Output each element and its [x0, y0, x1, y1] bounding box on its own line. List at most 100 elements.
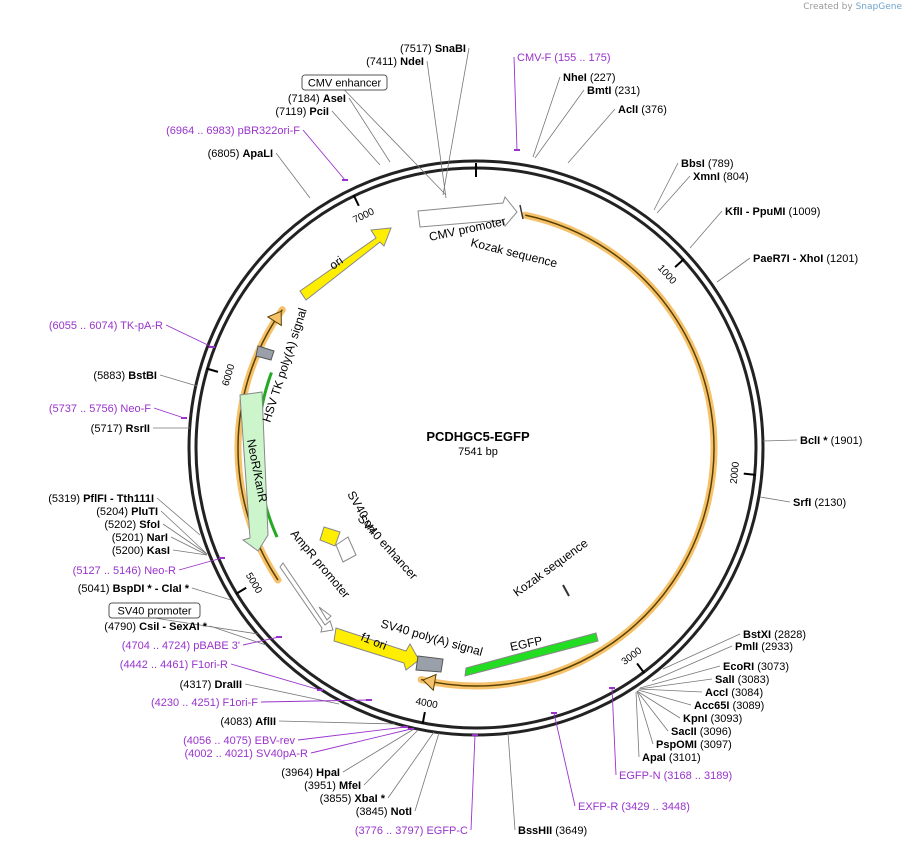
site-label-17: SalI (3083): [715, 674, 769, 686]
site-leader: [636, 690, 681, 719]
cmv-enhancer-label: CMV enhancer: [308, 78, 382, 90]
site-leader: [689, 210, 723, 249]
site-label-2: (7184) AseI: [288, 93, 346, 105]
plasmid-name: PCDHGC5-EGFP: [426, 429, 530, 444]
primer-leader: [153, 407, 185, 419]
primer-label-0: CMV-F (155 .. 175): [517, 52, 611, 64]
site-label-10: KflI - PpuMI (1009): [725, 206, 820, 218]
primer-label-6: (4442 .. 4461) F1ori-R: [120, 659, 228, 671]
tick-label: 4000: [415, 696, 439, 711]
site-leader: [534, 89, 585, 159]
site-leader: [363, 729, 419, 786]
site-leader: [639, 665, 721, 689]
site-leader: [636, 690, 669, 732]
sv40-promoter-box: [108, 602, 201, 619]
site-label-39: (5883) BstBI: [93, 370, 157, 382]
site-label-27: (3951) MfeI: [304, 780, 361, 792]
site-label-1: (7411) NdeI: [366, 56, 424, 68]
sv40-promoter-label: SV40 promoter: [118, 606, 192, 618]
site-label-20: KpnI (3093): [683, 713, 742, 725]
site-leader: [160, 510, 207, 554]
site-leader: [414, 732, 440, 812]
primer-label-2: (6055 .. 6074) TK-pA-R: [49, 320, 163, 332]
site-leader: [636, 690, 654, 745]
main-orf-arrowhead: [422, 673, 437, 692]
site-leader: [656, 175, 691, 214]
tick-mark: [421, 711, 426, 725]
site-label-23: ApaI (3101): [642, 752, 701, 764]
site-label-21: SacII (3096): [671, 726, 732, 738]
site-leader: [172, 549, 208, 556]
ampr-promoter-arrow: [279, 562, 334, 633]
cmv-enhancer-leader: [344, 89, 447, 196]
primer-label-4: (5127 .. 5146) Neo-R: [73, 565, 176, 577]
main-orf-arc: [420, 214, 715, 687]
tick-mark: [206, 367, 219, 373]
site-leader: [716, 257, 751, 283]
primer-label-11: EXFP-R (3429 .. 3448): [578, 801, 690, 813]
snapgene-watermark: Created by SnapGene: [803, 2, 902, 12]
site-label-11: PaeR7I - XhoI (1201): [753, 253, 858, 265]
primer-label-9: (4002 .. 4021) SV40pA-R: [184, 748, 308, 760]
site-leader: [162, 523, 208, 555]
primer-leader: [242, 636, 280, 646]
kozak-mid-label: Kozak sequence: [511, 536, 591, 600]
site-label-38: (5717) RsrII: [91, 423, 150, 435]
site-leader: [426, 60, 447, 199]
tick-mark: [674, 258, 685, 268]
egfp-label: EGFP: [509, 633, 544, 653]
primer-leader: [302, 129, 346, 181]
neoR-arrow: [239, 391, 269, 552]
site-leader: [159, 374, 198, 387]
primer-leader: [310, 728, 412, 754]
site-label-8: BbsI (789): [681, 158, 734, 170]
cmv-promoter-arrow: [417, 195, 518, 228]
site-label-28: (3964) HpaI: [281, 767, 340, 779]
site-label-26: (3855) XbaI *: [320, 793, 386, 805]
tick-mark: [636, 662, 646, 674]
site-label-36: (5204) PluTI: [96, 506, 158, 518]
f1-ori-arrow: [333, 627, 420, 671]
leader-lines: [153, 47, 798, 831]
cmv-enhancer-box: [301, 74, 388, 91]
site-label-19: Acc65I (3089): [694, 700, 764, 712]
site-leader: [762, 439, 798, 442]
tick-mark: [743, 472, 756, 476]
neo-region-arrowhead: [266, 310, 282, 327]
primer-leader: [611, 687, 617, 776]
primer-label-12: EGFP-N (3168 .. 3189): [619, 770, 732, 782]
hsv-tk-label: HSV TK poly(A) signal: [260, 306, 310, 424]
sv40-enhancer-block: [335, 536, 357, 563]
site-leader: [638, 688, 703, 693]
primer-label-8: (4056 .. 4075) EBV-rev: [183, 735, 295, 747]
ori-arrow: [299, 227, 392, 301]
site-label-16: EcoRI (3073): [723, 661, 789, 673]
tick-label: 7000: [351, 206, 376, 226]
site-leader: [507, 732, 516, 831]
sv40-ori-block: [319, 526, 341, 547]
site-label-31: (4790) CsiI - SexAI *: [104, 621, 207, 633]
hsv-tk-block: [255, 345, 275, 361]
site-label-34: (5201) NarI: [112, 532, 168, 544]
primer-leader: [165, 324, 213, 348]
primer-label-7: (4230 .. 4251) F1ori-F: [151, 697, 258, 709]
primer-leader: [553, 712, 576, 807]
site-leader: [275, 152, 311, 199]
site-leader: [567, 108, 616, 164]
site-label-24: BssHII (3649): [518, 825, 587, 837]
site-leader: [156, 497, 201, 536]
site-label-13: SrfI (2130): [793, 497, 846, 509]
primer-leader: [178, 557, 223, 571]
site-leader: [348, 97, 391, 163]
site-leader: [170, 536, 208, 556]
primer-leader: [470, 734, 476, 831]
primer-label-10: (3776 .. 3797) EGFP-C: [355, 825, 468, 837]
feature-layer: [234, 195, 718, 692]
primer-label-5: (4704 .. 4724) pBABE 3': [122, 640, 240, 652]
site-label-7: AclI (376): [618, 104, 667, 116]
site-label-18: AccI (3084): [705, 687, 763, 699]
site-label-25: (3845) NotI: [356, 806, 412, 818]
site-leader: [442, 47, 470, 196]
watermark-prefix: Created by: [803, 2, 853, 12]
